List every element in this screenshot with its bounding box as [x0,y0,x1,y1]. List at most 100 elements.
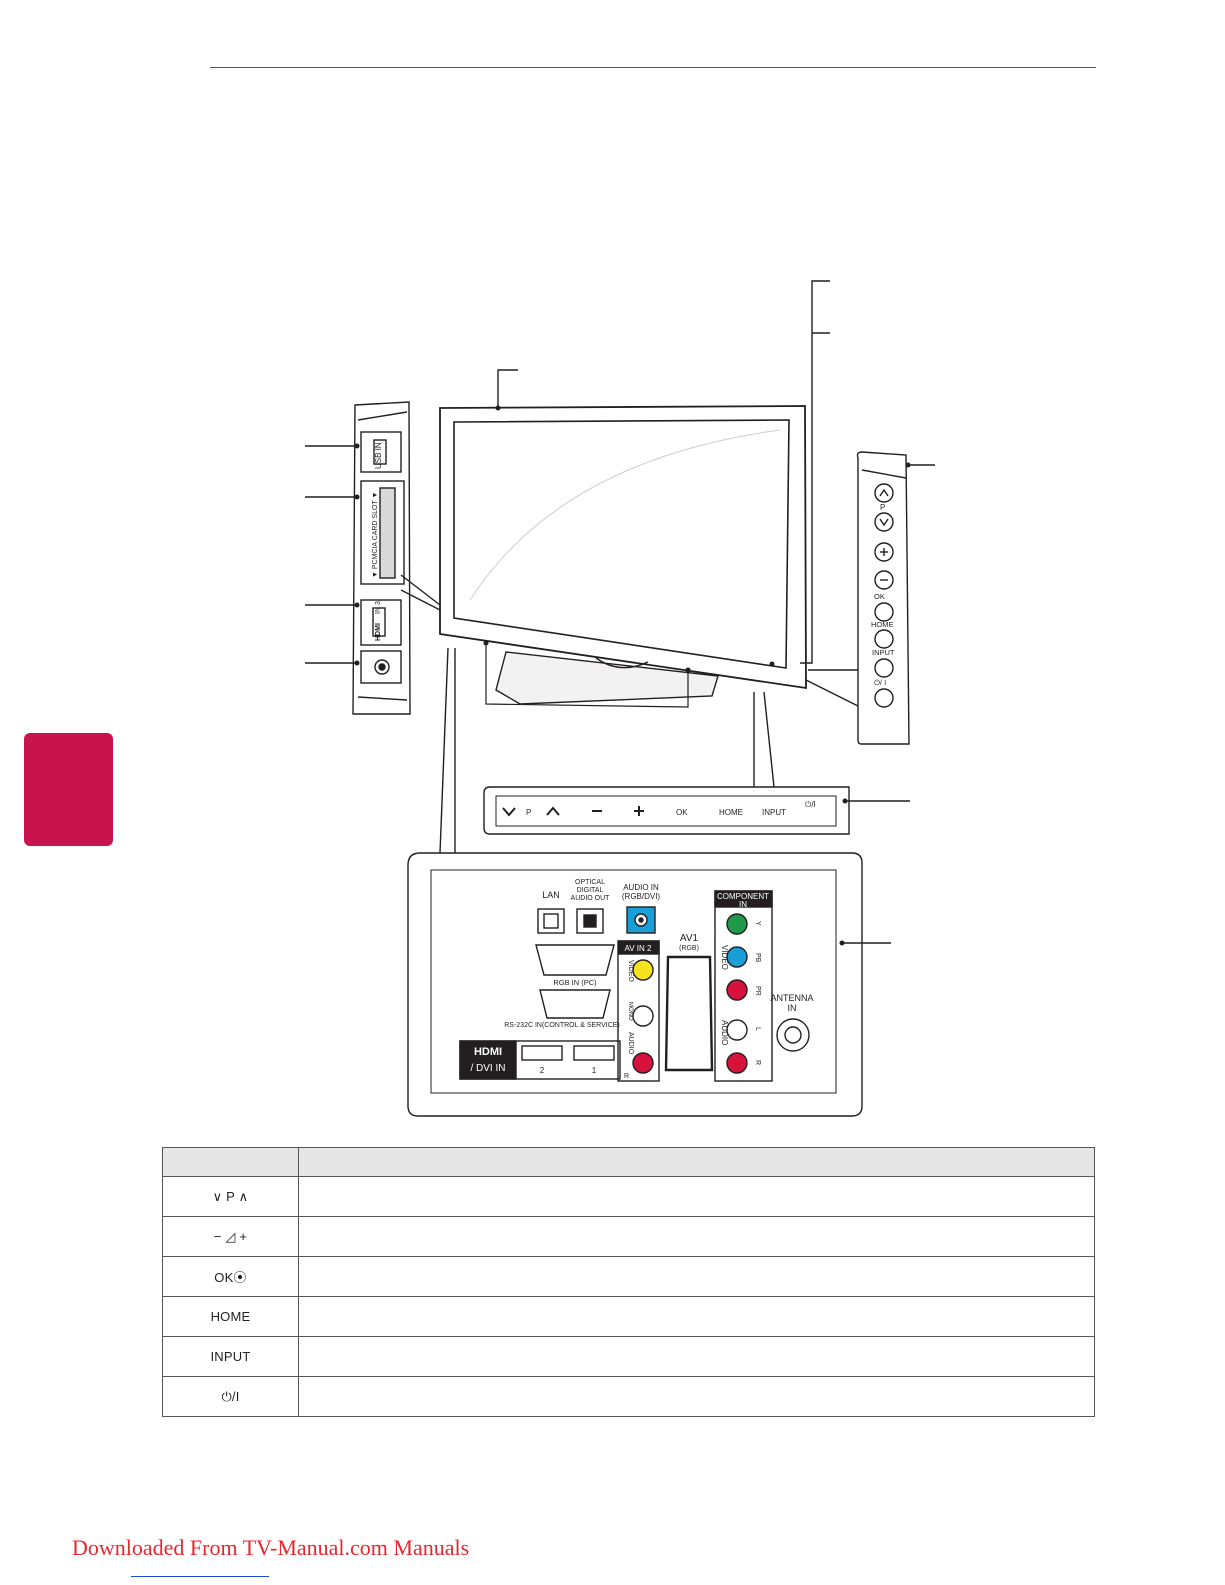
bar-home-label: HOME [719,808,743,817]
right-ok-label: OK [874,592,885,601]
button-description [298,1256,1095,1297]
hdmi-port-1 [573,1045,615,1061]
bar-ok-label: OK [676,808,688,817]
right-home-label: HOME [871,620,894,629]
table-header-row [162,1147,1095,1177]
antenna-label-2: IN [788,1003,797,1013]
component-r-jack [726,1052,748,1074]
button-table: ∨ P ∧ − ◿ + OK⦿ HOME INPUT ⏻/I [162,1147,1095,1417]
component-l-jack [726,1019,748,1041]
component-y-label: Y [754,921,761,926]
right-input-label: INPUT [872,648,895,657]
lan-label: LAN [542,890,560,900]
audio-in-label-1: AUDIO IN [623,883,659,892]
side-hdmi-logo: HDMI [375,623,382,641]
scart-av1 [664,955,714,1072]
rear-panel-inner [430,869,837,1094]
component-l-label: L [754,1027,761,1031]
av2-video-jack [632,959,654,981]
footer-download-link[interactable]: Downloaded From TV-Manual.com Manuals [72,1535,470,1560]
lan-port [537,908,565,934]
component-pr-jack [726,979,748,1001]
pcmcia-label: ▼ PCMCIA CARD SLOT ▼ [372,492,379,578]
tv-frame [439,405,807,690]
button-symbol: ∨ P ∧ [162,1176,299,1217]
table-row: INPUT [162,1336,1095,1377]
component-audio-label: AUDIO [720,1020,729,1045]
bar-power-label: ⏻/I [805,800,816,809]
optical-label-1: OPTICAL [575,879,605,886]
right-power-label: ⏻/ I [874,678,886,687]
button-description [298,1176,1095,1217]
av2-video-label: VIDEO [627,960,634,982]
optical-port [576,908,604,934]
rs232-label: RS-232C IN(CONTROL & SERVICE) [504,1022,620,1029]
component-label-1: COMPONENT [717,892,769,901]
leader-frame [497,369,518,408]
footer-underline [131,1576,269,1577]
table-header-cell-description [298,1147,1095,1177]
usb-port-frame [360,431,402,473]
av2-audio-label: AUDIO [627,1032,634,1055]
pcmcia-slot-frame [360,480,405,585]
table-row: HOME [162,1296,1095,1337]
optical-label-2: DIGITAL [577,887,604,894]
tv-screen [453,419,790,669]
button-symbol: − ◿ + [162,1216,299,1257]
right-p-label: P [880,503,885,512]
table-row: − ◿ + [162,1216,1095,1257]
audio-in-label-2: (RGB/DVI) [622,892,661,901]
chapter-tab [24,733,113,846]
button-description [298,1216,1095,1257]
component-pb-label: PB [754,953,761,963]
hdmi-port-2 [521,1045,563,1061]
rear-panel-outline [407,852,863,1117]
component-pr-label: PR [754,986,761,996]
table-header-cell-button [162,1147,299,1177]
antenna-in-jack [776,1018,810,1052]
rear-hdmi-logo: HDMI [474,1046,502,1058]
button-description [298,1296,1095,1337]
component-label-2: IN [739,900,747,909]
table-row: OK⦿ [162,1256,1095,1297]
av1-sub-label: (RGB) [679,945,699,952]
av2-audio-r-jack [632,1052,654,1074]
hdmi-port-1-label: 1 [592,1066,597,1075]
rgb-in-port [535,944,615,976]
bar-p-label: P [526,808,531,817]
av2-audio-l-jack [632,1005,654,1027]
button-symbol: OK⦿ [162,1256,299,1297]
usb-label: USB IN [374,442,383,469]
av1-label: AV1 [680,933,699,944]
av2-r-label: R [624,1073,629,1080]
button-description [298,1376,1095,1417]
bar-input-label: INPUT [762,808,786,817]
side-hdmi3-label: IN 3 [375,601,382,614]
table-row: ∨ P ∧ [162,1176,1095,1217]
av2-mono-label: MONO [627,1002,633,1021]
component-video-label: VIDEO [720,945,729,970]
earphone-frame [360,650,402,684]
av-in2-label: AV IN 2 [625,944,653,953]
side-panel-outline [352,401,411,715]
table-row: ⏻/I [162,1376,1095,1417]
component-r-label: R [754,1060,761,1065]
dvi-in-label: / DVI IN [470,1063,505,1074]
component-pb-jack [726,946,748,968]
rgb-in-label: RGB IN (PC) [553,978,597,987]
button-symbol: ⏻/I [162,1376,299,1417]
optical-label-3: AUDIO OUT [571,895,611,902]
header-rule [210,67,1096,68]
hdmi3-port-frame [360,599,402,646]
component-y-jack [726,913,748,935]
button-symbol: INPUT [162,1336,299,1377]
right-control-panel [856,451,910,745]
bottom-control-bar [483,786,850,835]
hdmi-port-2-label: 2 [540,1066,545,1075]
antenna-label-1: ANTENNA [770,993,813,1003]
button-description [298,1336,1095,1377]
rs232-port [539,989,611,1019]
button-symbol: HOME [162,1296,299,1337]
tv-stand [495,651,719,705]
